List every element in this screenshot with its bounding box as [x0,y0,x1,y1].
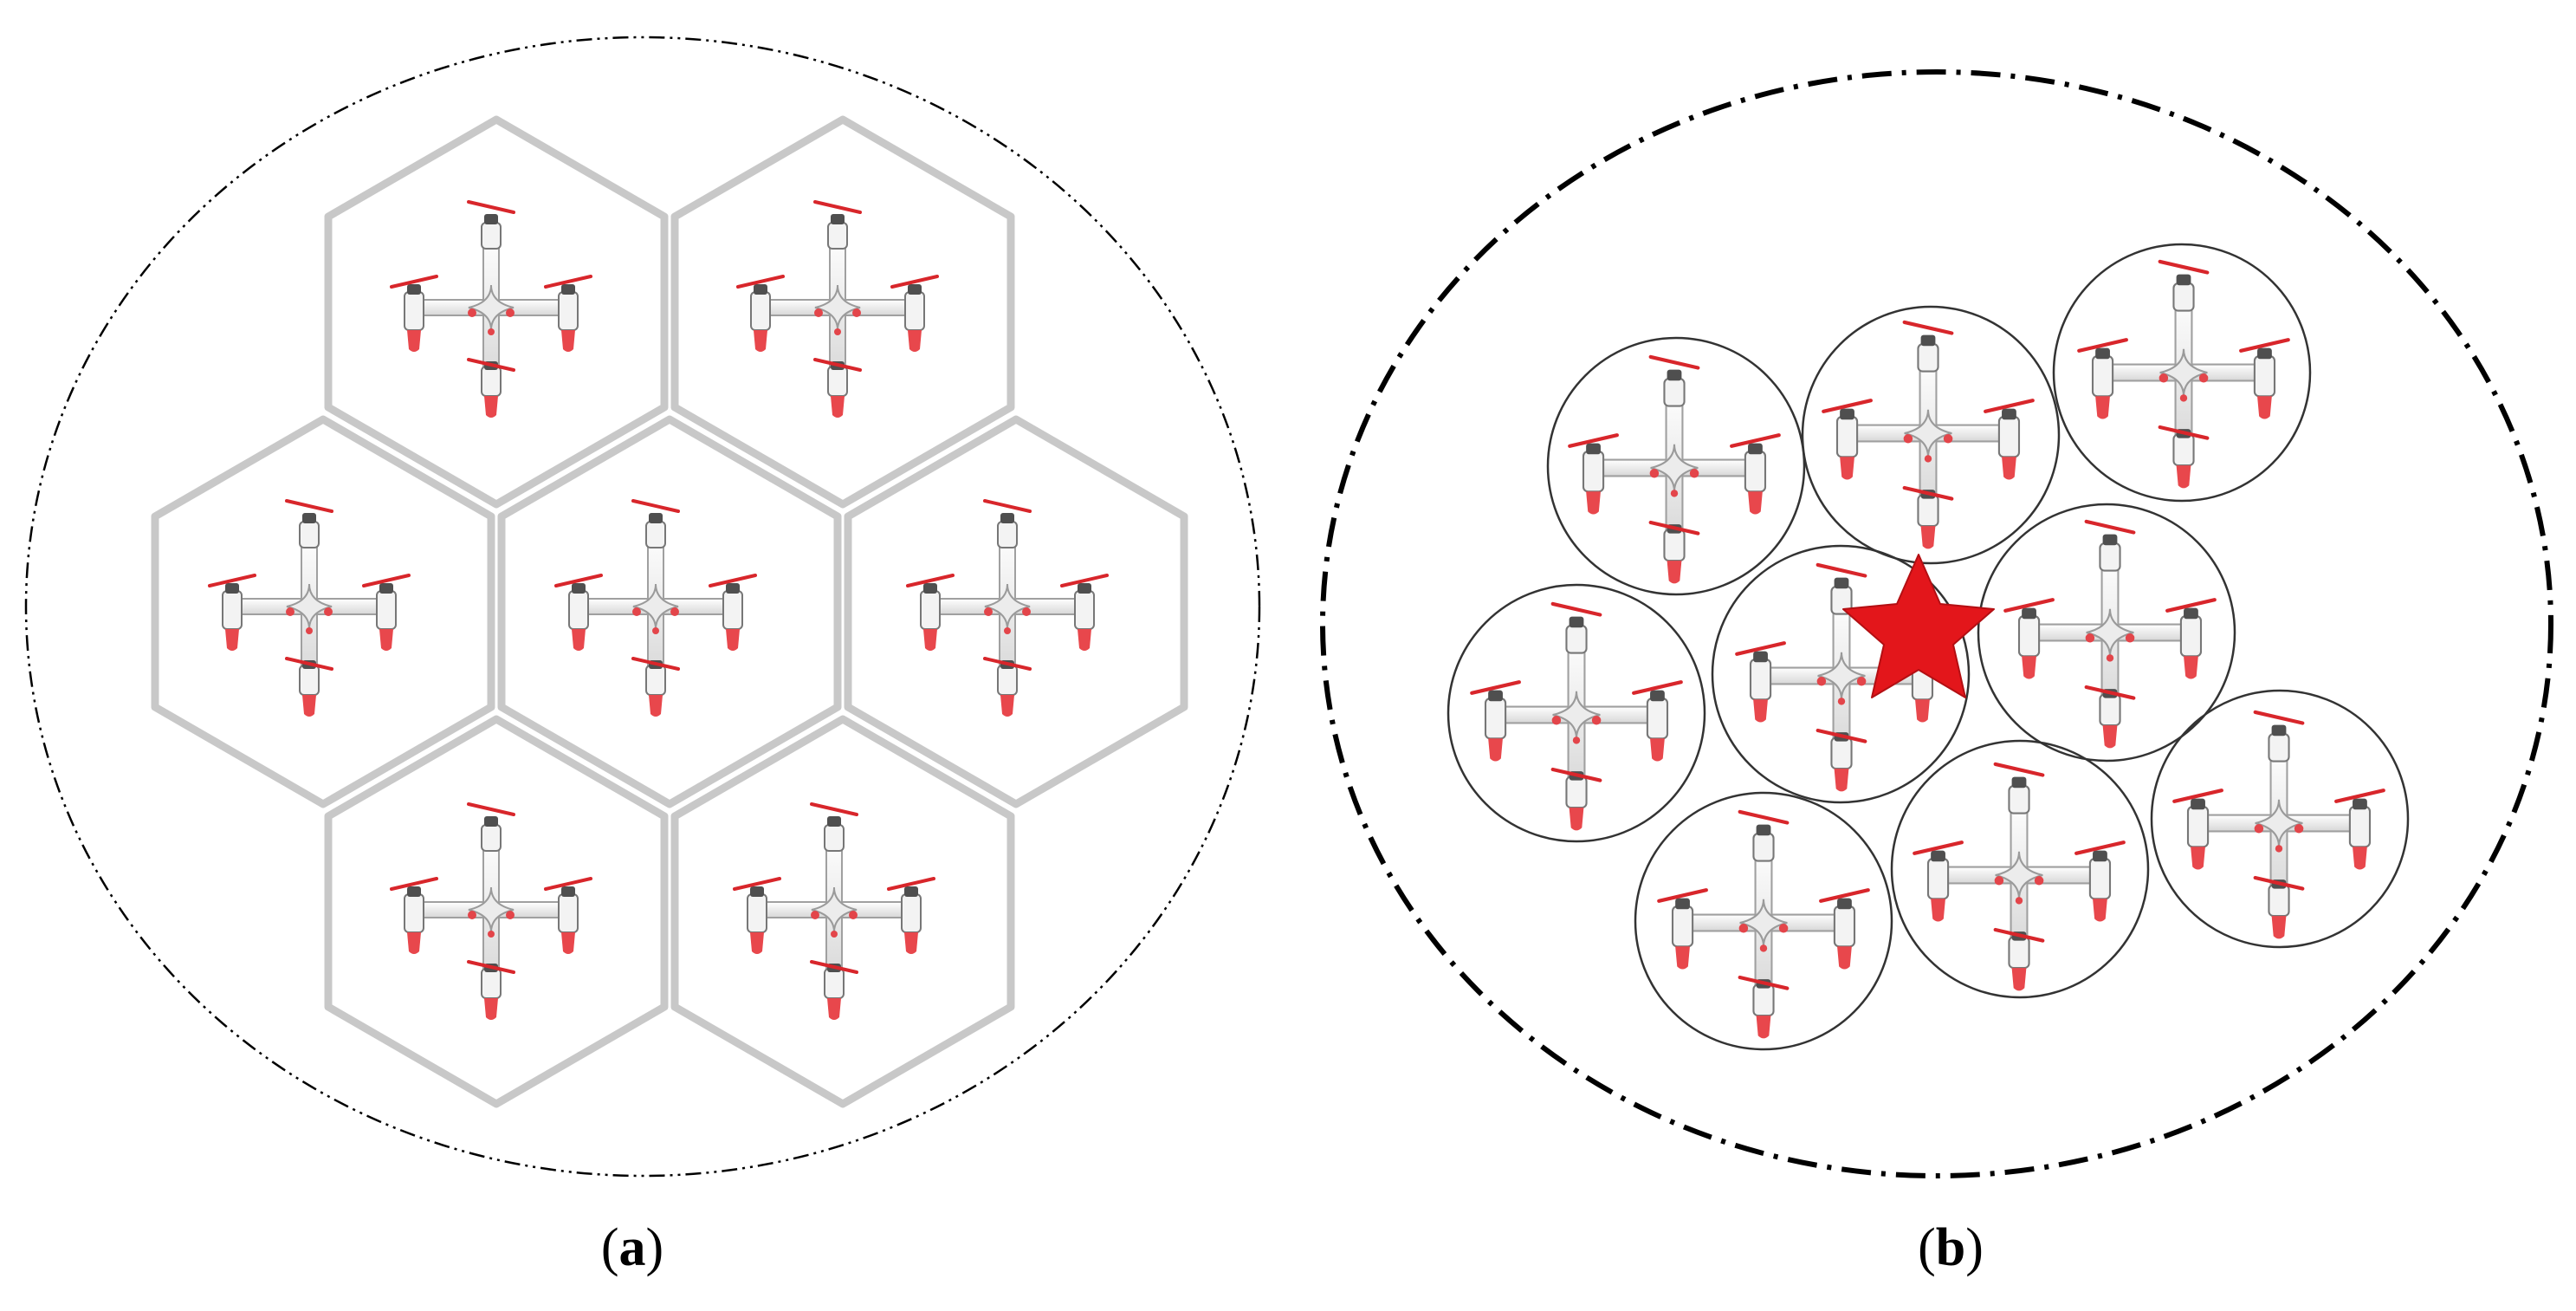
drone [554,499,757,718]
drone [1472,604,1681,830]
panel-b-boundary [1320,69,2553,1178]
panel-a [24,36,1261,1178]
drone [208,499,411,718]
caption-b-letter: b [1935,1218,1966,1277]
circle-cell [1801,305,2061,565]
drone [2174,712,2384,938]
circle-cell [2052,243,2312,503]
caption-b: (b) [1918,1218,1984,1277]
hex-cell [151,415,495,808]
hex-cell [497,415,842,808]
star-icon [1842,554,1995,698]
circle-cell [1447,583,1706,843]
panel-a-boundary [24,36,1261,1178]
drone [1659,812,1868,1038]
circle-cell [1977,503,2236,763]
drone [390,802,592,1022]
hex-cell [324,115,669,509]
caption-a: (a) [600,1218,664,1277]
drone [2005,522,2215,748]
circle-cell [1634,791,1893,1051]
hex-cell [670,115,1015,509]
drone [736,200,939,419]
drone [1823,322,2033,548]
panel-b [1320,69,2553,1178]
circle-cell [2150,689,2410,949]
drone [1914,764,2124,990]
caption-a-letter: a [618,1218,646,1277]
drone [906,499,1109,718]
drone [733,802,935,1022]
hex-cell [670,715,1015,1108]
drone [2079,262,2288,488]
circle-cell [1546,336,1806,596]
circle-cell [1711,544,1971,804]
hex-cell [324,715,669,1108]
hex-cell [844,415,1188,808]
circle-cell [1890,739,2150,999]
drone [390,200,592,419]
drone [1570,357,1779,583]
